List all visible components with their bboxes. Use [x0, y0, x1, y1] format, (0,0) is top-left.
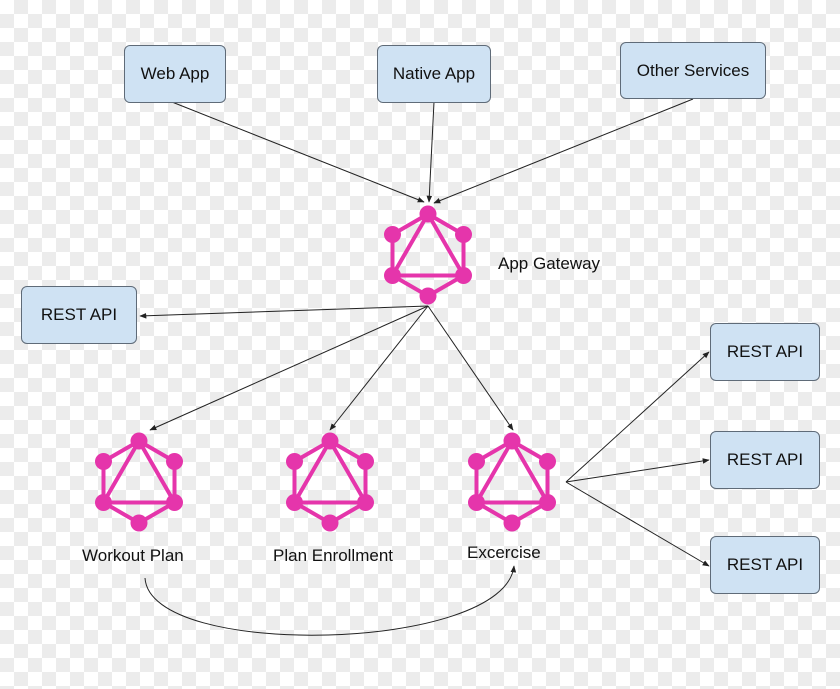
exercise-rest-api-label-2: REST API	[726, 450, 804, 469]
edge-gateway-workout	[149, 305, 429, 431]
exercise-rest-api-label-1: REST API	[726, 342, 804, 361]
exercise-rest-api-label-3: REST API	[726, 555, 804, 574]
native-app-box: Native App	[377, 45, 491, 103]
edge-gateway-exercise	[427, 305, 514, 431]
edge-exercise-rest3	[565, 481, 710, 567]
app-gateway-label: App Gateway	[498, 254, 601, 273]
workout-plan-label: Workout Plan	[82, 546, 184, 565]
edge-nativeapp-gateway	[426, 101, 435, 203]
edge-gateway-restapi	[139, 305, 429, 319]
gateway-rest-api-label: REST API	[40, 305, 118, 324]
other-services-box: Other Services	[620, 42, 766, 99]
gateway-graphql-icon	[383, 205, 473, 305]
exercise-label: Excercise	[467, 543, 541, 562]
exercise-rest-api-box-1: REST API	[710, 323, 820, 381]
plan-enrollment-label: Plan Enrollment	[273, 546, 394, 565]
edge-gateway-enrollment	[329, 305, 429, 431]
edge-exercise-rest2	[565, 458, 710, 483]
exercise-graphql-icon	[467, 432, 557, 532]
plan-enrollment-graphql-icon	[285, 432, 375, 532]
exercise-rest-api-box-3: REST API	[710, 536, 820, 594]
edge-otherservices-gateway	[433, 98, 694, 204]
edge-exercise-rest1	[565, 351, 710, 483]
web-app-label: Web App	[140, 64, 210, 83]
edge-workout-exercise-curve	[144, 565, 517, 636]
edge-webapp-gateway	[171, 101, 425, 203]
workout-plan-graphql-icon	[94, 432, 184, 532]
web-app-box: Web App	[124, 45, 226, 103]
other-services-label: Other Services	[636, 60, 750, 80]
exercise-rest-api-box-2: REST API	[710, 431, 820, 489]
gateway-rest-api-box: REST API	[21, 286, 137, 344]
native-app-label: Native App	[392, 64, 476, 83]
